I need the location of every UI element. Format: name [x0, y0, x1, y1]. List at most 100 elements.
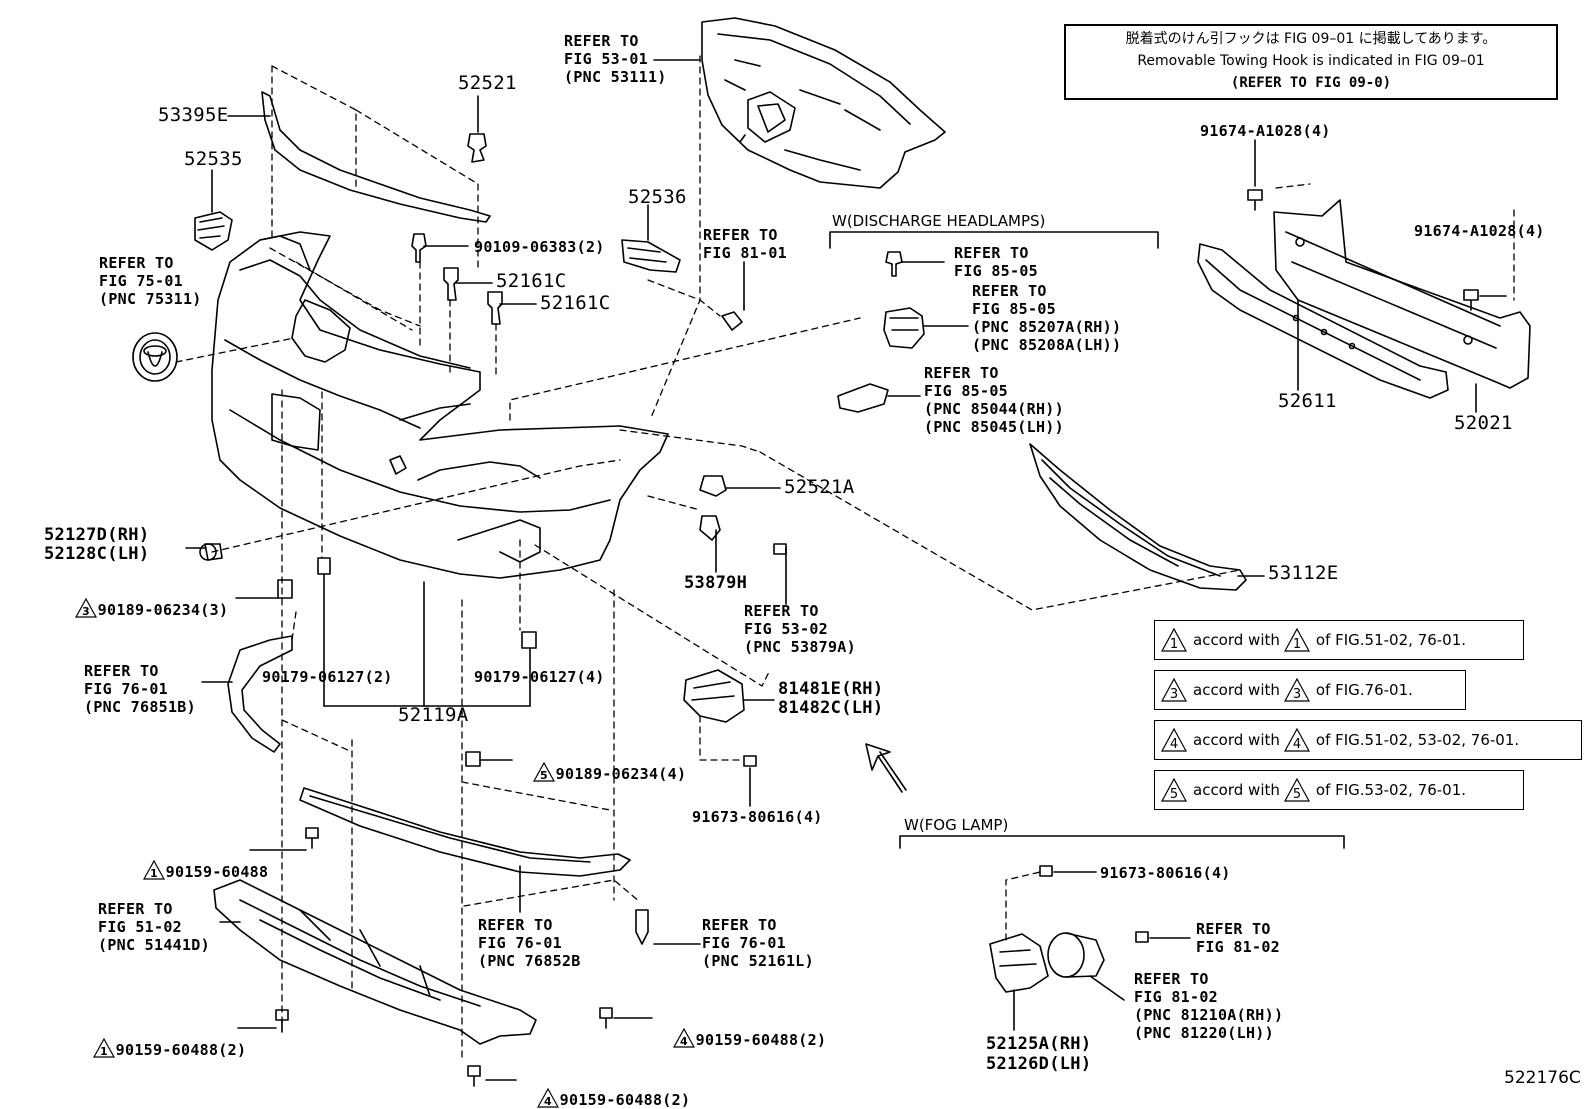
label-90159-c-text: 90159-60488(2) — [695, 1031, 827, 1049]
label-52521A: 52521A — [784, 476, 855, 498]
figure-number: 522176C — [1504, 1068, 1581, 1088]
label-90109: 90109-06383(2) — [474, 238, 605, 256]
svg-text:4: 4 — [680, 1035, 688, 1048]
label-90159-b: 1 90159-60488(2) — [74, 1020, 246, 1059]
screw-81-part — [721, 311, 743, 331]
label-ref-85-05-c: REFER TO FIG 85-05 (PNC 85044(RH)) (PNC … — [924, 364, 1064, 436]
label-52125A: 52125A(RH) 52126D(LH) — [986, 1034, 1092, 1074]
accord-triangle-icon: 5 — [1283, 778, 1310, 802]
accord-box-3: 3 accord with 3 of FIG.76-01. — [1154, 670, 1466, 710]
label-90179-b: 90179-06127(4) — [474, 668, 605, 686]
label-90159-c: 4 90159-60488(2) — [654, 1010, 826, 1049]
label-ref-53-02: REFER TO FIG 53-02 (PNC 53879A) — [744, 602, 856, 656]
label-52119A: 52119A — [398, 704, 469, 726]
svg-text:5: 5 — [1293, 787, 1301, 802]
label-ref-53-01: REFER TO FIG 53-01 (PNC 53111) — [564, 32, 667, 86]
label-ref-76-01-c: REFER TO FIG 76-01 (PNC 52161L) — [702, 916, 814, 970]
label-52521: 52521 — [458, 72, 517, 94]
leader-lines — [185, 59, 1507, 1081]
fasteners — [199, 475, 1149, 1087]
bracket-52536-part — [621, 239, 681, 273]
direction-arrow — [865, 743, 907, 793]
emblem-part — [132, 332, 178, 382]
label-90189-b-text: 90189-06234(4) — [555, 765, 687, 783]
triangle-1-icon: 1 — [142, 860, 165, 880]
lower-grille-part — [1029, 443, 1247, 591]
under-cover-part — [213, 879, 537, 1045]
accord-triangle-icon: 4 — [1161, 728, 1187, 752]
svg-text:3: 3 — [82, 605, 90, 618]
header-fog-lamp: W(FOG LAMP) — [904, 816, 1009, 834]
accord-box-5: 5 accord with 5 of FIG.53-02, 76-01. — [1154, 770, 1524, 810]
label-52161C-a: 52161C — [496, 270, 567, 292]
accord-text: accord with — [1193, 681, 1280, 699]
triangle-1b-icon: 1 — [92, 1038, 115, 1058]
svg-text:5: 5 — [1170, 787, 1178, 802]
label-81481E: 81481E(RH) 81482C(LH) — [778, 679, 884, 718]
label-ref-85-05-b: REFER TO FIG 85-05 (PNC 85207A(RH)) (PNC… — [972, 282, 1122, 354]
label-52021: 52021 — [1454, 412, 1513, 434]
svg-text:5: 5 — [540, 769, 548, 782]
label-ref-85-05-a: REFER TO FIG 85-05 — [954, 244, 1038, 280]
accord-tail: of FIG.76-01. — [1315, 681, 1413, 699]
accord-text: accord with — [1193, 731, 1280, 749]
svg-text:4: 4 — [1170, 737, 1178, 752]
accord-tail: of FIG.51-02, 76-01. — [1315, 631, 1467, 649]
bumper-cover-part — [211, 231, 669, 579]
accord-triangle-icon: 5 — [1161, 778, 1187, 802]
bolts-91674 — [1247, 189, 1479, 311]
label-91673-b: 91673-80616(4) — [1100, 864, 1231, 882]
label-ref-81-02-a: REFER TO FIG 81-02 — [1196, 920, 1280, 956]
accord-text: accord with — [1193, 781, 1280, 799]
label-52611: 52611 — [1278, 390, 1337, 412]
headlamp-leveling-part — [883, 251, 925, 349]
washer-cap-part — [837, 383, 889, 413]
label-ref-76-01-b: REFER TO FIG 76-01 (PNC 76852B — [478, 916, 581, 970]
notice-en: Removable Towing Hook is indicated in FI… — [1137, 53, 1485, 69]
accord-text: accord with — [1193, 631, 1280, 649]
triangle-4b-icon: 4 — [536, 1088, 559, 1108]
grommet-81481-part — [683, 669, 745, 723]
clip-52521-part — [467, 133, 487, 163]
triangle-3-icon: 3 — [74, 598, 97, 618]
dashed-lines — [175, 55, 1515, 1061]
notice-jp: 脱着式のけん引フックは FIG 09–01 に掲載してあります。 — [1125, 31, 1497, 47]
towing-hook-notice: 脱着式のけん引フックは FIG 09–01 に掲載してあります。 Removab… — [1064, 24, 1558, 100]
label-52535: 52535 — [184, 148, 243, 170]
svg-text:1: 1 — [100, 1045, 108, 1058]
header-discharge-headlamps: W(DISCHARGE HEADLAMPS) — [832, 212, 1046, 230]
triangle-5-icon: 5 — [532, 762, 555, 782]
svg-text:4: 4 — [1293, 737, 1301, 752]
upper-grille-part — [701, 17, 946, 189]
label-91673-a: 91673-80616(4) — [692, 808, 823, 826]
label-90179-a: 90179-06127(2) — [262, 668, 393, 686]
label-ref-75-01: REFER TO FIG 75-01 (PNC 75311) — [99, 254, 202, 308]
label-ref-51-02: REFER TO FIG 51-02 (PNC 51441D) — [98, 900, 210, 954]
label-90159-a: 1 90159-60488 — [124, 842, 268, 881]
accord-triangle-icon: 3 — [1283, 678, 1310, 702]
label-90159-a-text: 90159-60488 — [165, 863, 269, 881]
svg-text:1: 1 — [1170, 637, 1178, 652]
svg-text:1: 1 — [150, 867, 158, 880]
label-90159-b-text: 90159-60488(2) — [115, 1041, 247, 1059]
accord-tail: of FIG.53-02, 76-01. — [1315, 781, 1467, 799]
accord-triangle-icon: 3 — [1161, 678, 1187, 702]
svg-text:4: 4 — [544, 1095, 552, 1108]
label-53112E: 53112E — [1268, 562, 1339, 584]
label-ref-81-02-b: REFER TO FIG 81-02 (PNC 81210A(RH)) (PNC… — [1134, 970, 1284, 1042]
label-53879H: 53879H — [684, 573, 748, 593]
notice-ref: (REFER TO FIG 09-0) — [1230, 75, 1392, 91]
svg-text:3: 3 — [1293, 687, 1301, 702]
absorber-part — [1197, 243, 1449, 399]
label-90159-d: 4 90159-60488(2) — [518, 1070, 690, 1109]
label-ref-81-01: REFER TO FIG 81-01 — [703, 226, 787, 262]
label-90159-d-text: 90159-60488(2) — [559, 1091, 691, 1109]
label-52536: 52536 — [628, 186, 687, 208]
bracket-52535-part — [194, 211, 233, 251]
label-52127D: 52127D(RH) 52128C(LH) — [44, 525, 150, 564]
label-ref-76-01-a: REFER TO FIG 76-01 (PNC 76851B) — [84, 662, 196, 716]
accord-triangle-icon: 4 — [1283, 728, 1310, 752]
accord-box-1: 1 accord with 1 of FIG.51-02, 76-01. — [1154, 620, 1524, 660]
fog-lamp-part — [1047, 932, 1105, 978]
